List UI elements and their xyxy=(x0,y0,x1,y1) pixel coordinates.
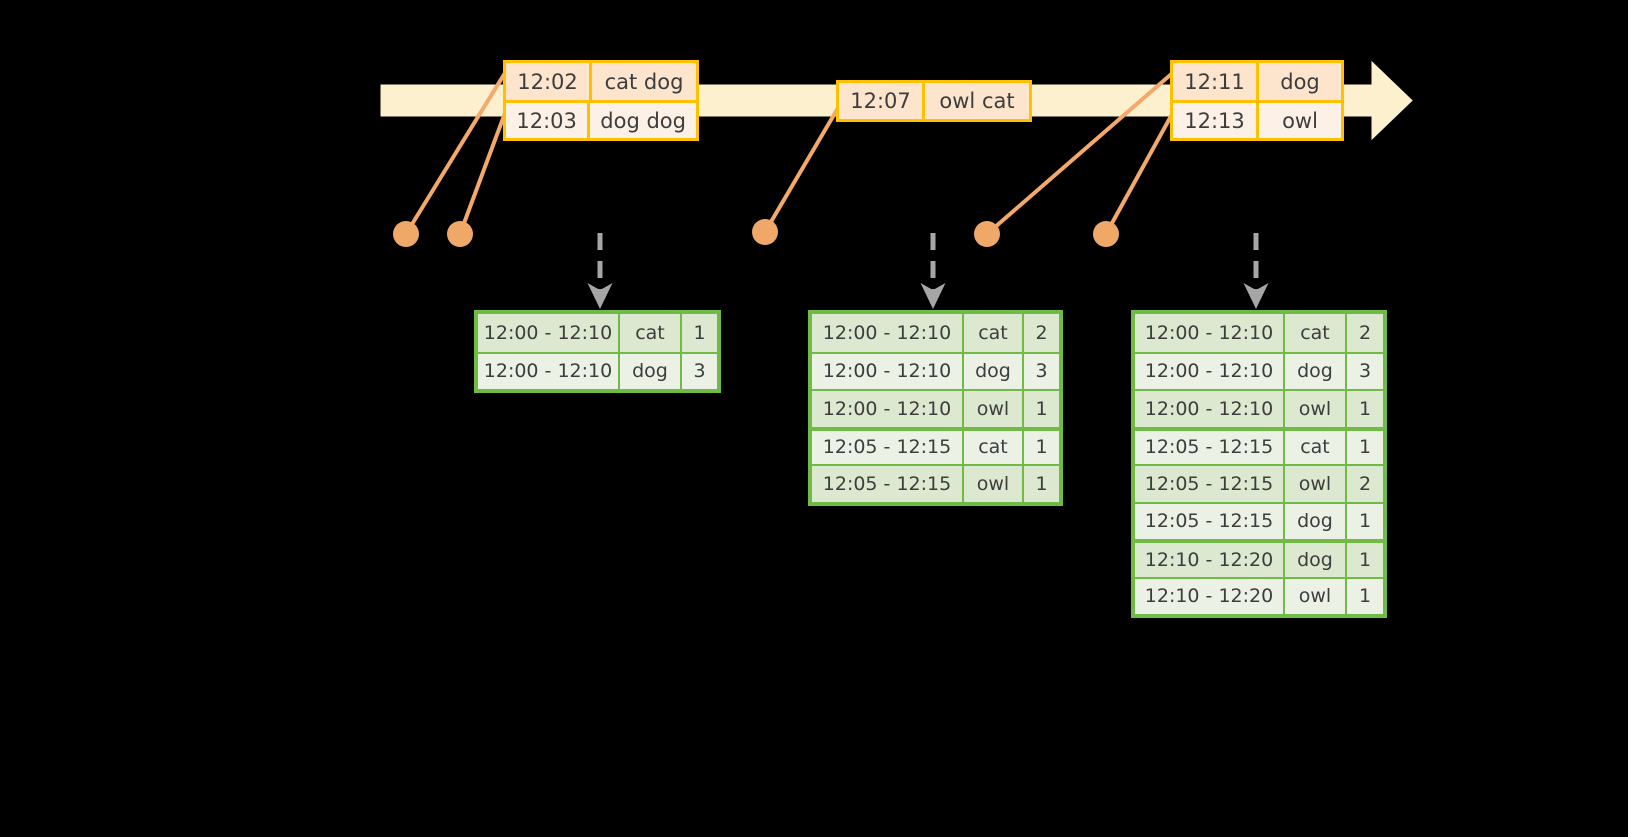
key-cell: dog xyxy=(1285,503,1347,539)
table-row: 12:05 - 12:15 cat 1 xyxy=(1135,426,1383,464)
key-cell: dog xyxy=(1285,543,1347,577)
result-table-2[interactable]: 12:00 - 12:10 cat 2 12:00 - 12:10 dog 3 … xyxy=(808,310,1063,506)
key-cell: dog xyxy=(964,353,1024,389)
connector-line-5 xyxy=(1104,105,1178,236)
result-table-1[interactable]: 12:00 - 12:10 cat 1 12:00 - 12:10 dog 3 xyxy=(474,310,721,393)
event-time: 12:13 xyxy=(1173,103,1259,138)
window-cell: 12:05 - 12:15 xyxy=(812,430,964,464)
table-row: 12:00 - 12:10 dog 3 xyxy=(478,351,717,389)
count-cell: 1 xyxy=(1024,466,1059,502)
count-cell: 3 xyxy=(682,353,717,389)
count-cell: 1 xyxy=(1347,391,1383,427)
table-row: 12:00 - 12:10 cat 1 xyxy=(478,314,717,352)
window-cell: 12:00 - 12:10 xyxy=(478,353,620,389)
event-row: 12:02 cat dog xyxy=(506,63,696,101)
window-cell: 12:10 - 12:20 xyxy=(1135,543,1285,577)
window-cell: 12:00 - 12:10 xyxy=(1135,391,1285,427)
key-cell: cat xyxy=(1285,314,1347,352)
key-cell: owl xyxy=(1285,391,1347,427)
window-cell: 12:00 - 12:10 xyxy=(478,314,620,352)
count-cell: 1 xyxy=(1024,391,1059,427)
event-row: 12:07 owl cat xyxy=(839,83,1029,119)
key-cell: cat xyxy=(964,430,1024,464)
connector-line-3 xyxy=(763,106,840,234)
table-row: 12:00 - 12:10 dog 3 xyxy=(1135,351,1383,389)
table-row: 12:10 - 12:20 owl 1 xyxy=(1135,576,1383,614)
event-value: owl cat xyxy=(925,83,1029,119)
table-row: 12:00 - 12:10 cat 2 xyxy=(1135,314,1383,352)
key-cell: owl xyxy=(1285,466,1347,502)
count-cell: 1 xyxy=(1347,543,1383,577)
window-cell: 12:00 - 12:10 xyxy=(1135,314,1285,352)
count-cell: 1 xyxy=(1024,430,1059,464)
table-row: 12:00 - 12:10 dog 3 xyxy=(812,351,1059,389)
connector-line-1 xyxy=(404,66,510,236)
result-table-3[interactable]: 12:00 - 12:10 cat 2 12:00 - 12:10 dog 3 … xyxy=(1131,310,1387,618)
connector-dot-2 xyxy=(447,221,473,247)
table-row: 12:10 - 12:20 dog 1 xyxy=(1135,539,1383,577)
event-row: 12:11 dog xyxy=(1173,63,1341,101)
key-cell: cat xyxy=(1285,430,1347,464)
window-cell: 12:05 - 12:15 xyxy=(812,466,964,502)
connector-dot-4 xyxy=(974,221,1000,247)
connector-dot-3 xyxy=(752,219,778,245)
count-cell: 1 xyxy=(1347,430,1383,464)
event-time: 12:02 xyxy=(506,63,592,101)
count-cell: 2 xyxy=(1347,466,1383,502)
window-cell: 12:00 - 12:10 xyxy=(1135,353,1285,389)
dashed-arrows xyxy=(587,233,1269,310)
window-cell: 12:10 - 12:20 xyxy=(1135,578,1285,614)
event-time: 12:03 xyxy=(506,103,591,138)
table-row: 12:05 - 12:15 owl 2 xyxy=(1135,464,1383,502)
window-cell: 12:05 - 12:15 xyxy=(1135,430,1285,464)
key-cell: owl xyxy=(1285,578,1347,614)
connector-line-2 xyxy=(458,103,510,236)
key-cell: owl xyxy=(964,466,1024,502)
connector-dots xyxy=(393,219,1119,247)
table-row: 12:05 - 12:15 cat 1 xyxy=(812,426,1059,464)
key-cell: owl xyxy=(964,391,1024,427)
event-row: 12:03 dog dog xyxy=(506,100,696,138)
window-cell: 12:05 - 12:15 xyxy=(1135,466,1285,502)
connector-dot-5 xyxy=(1093,221,1119,247)
window-cell: 12:05 - 12:15 xyxy=(1135,503,1285,539)
key-cell: dog xyxy=(620,353,682,389)
window-cell: 12:00 - 12:10 xyxy=(812,353,964,389)
table-row: 12:05 - 12:15 owl 1 xyxy=(812,464,1059,502)
event-value: owl xyxy=(1259,103,1341,138)
count-cell: 1 xyxy=(682,314,717,352)
event-value: cat dog xyxy=(592,63,696,101)
event-box-2[interactable]: 12:07 owl cat xyxy=(836,80,1032,122)
event-value: dog xyxy=(1259,63,1341,101)
count-cell: 3 xyxy=(1347,353,1383,389)
key-cell: cat xyxy=(620,314,682,352)
event-box-3[interactable]: 12:11 dog 12:13 owl xyxy=(1170,60,1344,141)
event-time: 12:07 xyxy=(839,83,925,119)
window-cell: 12:00 - 12:10 xyxy=(812,314,964,352)
event-time: 12:11 xyxy=(1173,63,1259,101)
window-cell: 12:00 - 12:10 xyxy=(812,391,964,427)
table-row: 12:05 - 12:15 dog 1 xyxy=(1135,501,1383,539)
event-value: dog dog xyxy=(590,103,696,138)
count-cell: 1 xyxy=(1347,578,1383,614)
count-cell: 2 xyxy=(1347,314,1383,352)
table-row: 12:00 - 12:10 owl 1 xyxy=(812,389,1059,427)
connector-dot-1 xyxy=(393,221,419,247)
table-row: 12:00 - 12:10 owl 1 xyxy=(1135,389,1383,427)
count-cell: 1 xyxy=(1347,503,1383,539)
key-cell: dog xyxy=(1285,353,1347,389)
event-row: 12:13 owl xyxy=(1173,100,1341,138)
count-cell: 2 xyxy=(1024,314,1059,352)
key-cell: cat xyxy=(964,314,1024,352)
table-row: 12:00 - 12:10 cat 2 xyxy=(812,314,1059,352)
count-cell: 3 xyxy=(1024,353,1059,389)
event-box-1[interactable]: 12:02 cat dog 12:03 dog dog xyxy=(503,60,699,141)
